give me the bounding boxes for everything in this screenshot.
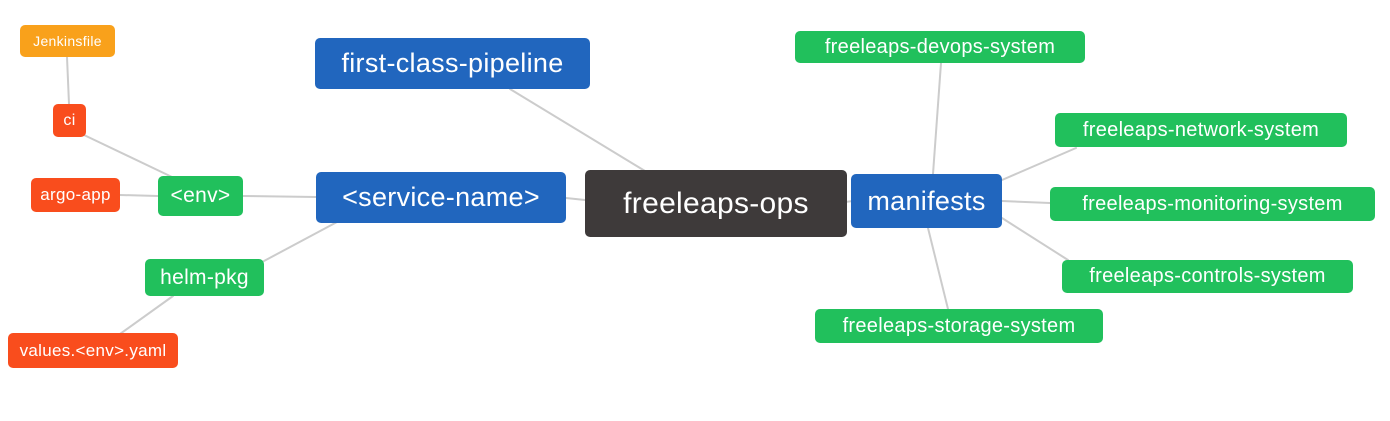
edge-manifests-freeleaps-storage-system bbox=[927, 227, 949, 310]
edge-manifests-freeleaps-monitoring-system bbox=[1001, 200, 1051, 204]
edge-helm-pkg-values-env-yaml bbox=[119, 295, 174, 335]
node-freeleaps-controls-system[interactable]: freeleaps-controls-system bbox=[1062, 260, 1353, 293]
node-ci[interactable]: ci bbox=[53, 104, 86, 137]
node-helm-pkg[interactable]: helm-pkg bbox=[145, 259, 264, 296]
node-jenkinsfile[interactable]: Jenkinsfile bbox=[20, 25, 115, 57]
node-freeleaps-monitoring-system[interactable]: freeleaps-monitoring-system bbox=[1050, 187, 1375, 221]
node-freeleaps-network-system[interactable]: freeleaps-network-system bbox=[1055, 113, 1347, 147]
node-env[interactable]: <env> bbox=[158, 176, 243, 216]
edge-manifests-freeleaps-network-system bbox=[1001, 147, 1077, 181]
edge-env-service-name bbox=[242, 195, 317, 198]
node-values-env-yaml[interactable]: values.<env>.yaml bbox=[8, 333, 178, 368]
edge-jenkinsfile-ci bbox=[66, 56, 70, 105]
node-service-name[interactable]: <service-name> bbox=[316, 172, 566, 223]
node-first-class-pipeline[interactable]: first-class-pipeline bbox=[315, 38, 590, 89]
node-freeleaps-devops-system[interactable]: freeleaps-devops-system bbox=[795, 31, 1085, 63]
edge-manifests-freeleaps-devops-system bbox=[932, 62, 942, 175]
node-freeleaps-ops[interactable]: freeleaps-ops bbox=[585, 170, 847, 237]
edge-argo-app-env bbox=[119, 194, 159, 197]
edge-ci-env bbox=[83, 134, 173, 178]
edge-service-name-freeleaps-ops bbox=[565, 197, 586, 201]
node-manifests[interactable]: manifests bbox=[851, 174, 1002, 228]
node-argo-app[interactable]: argo-app bbox=[31, 178, 120, 212]
edge-manifests-freeleaps-controls-system bbox=[1001, 217, 1069, 261]
edge-service-name-helm-pkg bbox=[263, 221, 338, 262]
edge-first-class-pipeline-freeleaps-ops bbox=[509, 88, 646, 172]
node-freeleaps-storage-system[interactable]: freeleaps-storage-system bbox=[815, 309, 1103, 343]
